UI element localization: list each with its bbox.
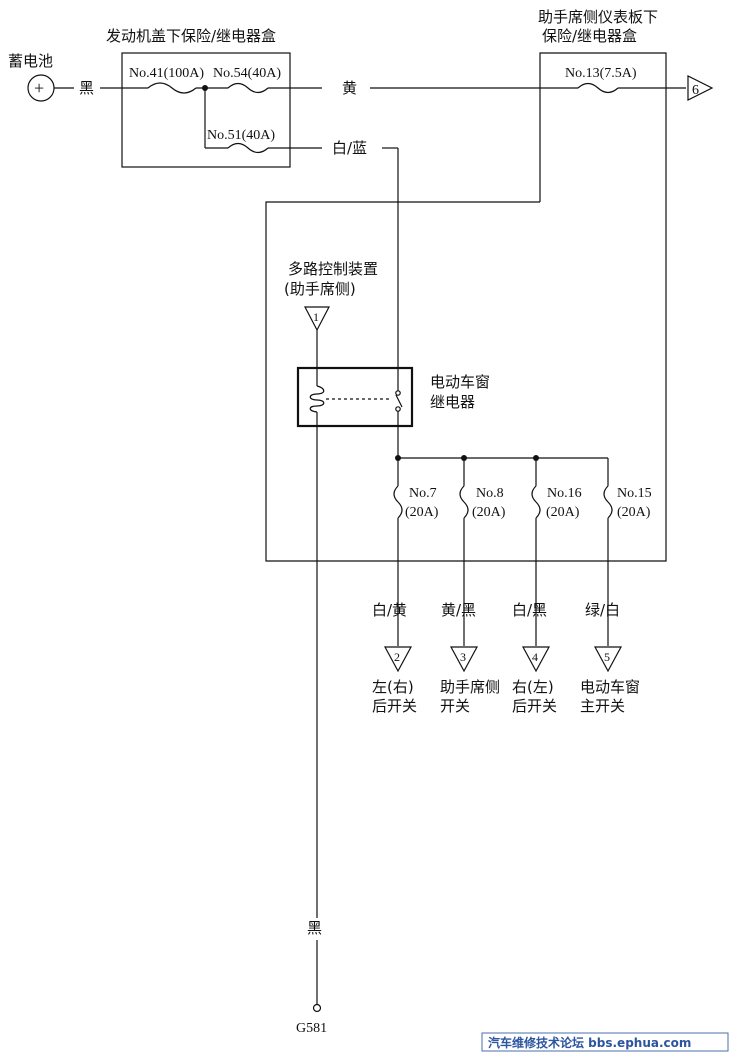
- fuse-13-icon: [577, 82, 619, 94]
- battery-plus-symbol: +: [34, 78, 44, 98]
- connector-3-number: 3: [460, 650, 466, 664]
- fuse-41-icon: [147, 82, 197, 94]
- dest-3-line1: 助手席侧: [440, 678, 500, 696]
- fuse-16-rating: (20A): [546, 505, 580, 520]
- wire-label-white-yellow: 白/黄: [372, 601, 407, 619]
- fuse-8-rating: (20A): [472, 505, 506, 520]
- relay-coil-icon: [309, 385, 325, 413]
- ground-terminal-icon: [312, 1003, 322, 1013]
- connector-6-number: 6: [692, 83, 699, 98]
- connector-1-icon: [304, 306, 330, 332]
- fuse-54-icon: [227, 82, 269, 94]
- fuse-7-number: No.7: [409, 486, 437, 501]
- connector-4-icon: [521, 646, 551, 673]
- wire-label-white-blue: 白/蓝: [332, 139, 367, 157]
- dest-4-line1: 右(左): [512, 678, 554, 696]
- wire-label-black-ground: 黑: [307, 919, 322, 937]
- fuse-8-icon: [459, 485, 469, 519]
- fuse-41-label: No.41(100A): [129, 66, 204, 81]
- fuse-51-icon: [227, 142, 269, 154]
- dest-4-line2: 后开关: [512, 697, 557, 715]
- ground-label-bg: [305, 918, 331, 940]
- connector-1-number: 1: [313, 310, 319, 324]
- dash-box-title-line2: 保险/继电器盒: [542, 27, 637, 45]
- dest-2-line1: 左(右): [372, 678, 414, 696]
- fuse-7-icon: [393, 485, 403, 519]
- fuse-51-label: No.51(40A): [207, 128, 275, 143]
- fuse-15-number: No.15: [617, 486, 652, 501]
- branch-fuse-7: No.7 (20A) 白/黄 2 左(右) 后开关: [372, 458, 439, 715]
- connector-2-number: 2: [394, 650, 400, 664]
- wire-label-black-battery: 黑: [79, 79, 94, 97]
- dest-5-line2: 主开关: [580, 697, 625, 715]
- underhood-box-title: 发动机盖下保险/继电器盒: [106, 27, 276, 45]
- dash-fuse-box-outline: [265, 52, 667, 562]
- watermark-box: [481, 1032, 729, 1052]
- fuse-13-label: No.13(7.5A): [565, 66, 637, 81]
- branch-fuse-8: No.8 (20A) 黄/黑 3 助手席侧 开关: [440, 458, 506, 715]
- relay-contact-top: [395, 390, 401, 396]
- wire-label-white-black: 白/黑: [512, 601, 547, 619]
- fuse-16-number: No.16: [547, 486, 582, 501]
- fuse-15-icon: [603, 485, 613, 519]
- fuse-15-rating: (20A): [617, 505, 651, 520]
- connector-4-number: 4: [532, 650, 538, 664]
- wire-label-green-white: 绿/白: [585, 601, 620, 619]
- control-unit-label-line1: 多路控制装置: [288, 260, 378, 278]
- dest-2-line2: 后开关: [372, 697, 417, 715]
- fuse-8-number: No.8: [476, 486, 504, 501]
- dest-3-line2: 开关: [440, 697, 470, 715]
- power-window-relay: [296, 366, 414, 428]
- watermark-text: 汽车维修技术论坛 bbs.ephua.com: [488, 1035, 691, 1050]
- fuse-16-icon: [531, 485, 541, 519]
- relay-label-line1: 电动车窗: [430, 373, 490, 391]
- ground-label: G581: [296, 1021, 327, 1036]
- connector-5-number: 5: [604, 650, 610, 664]
- wire-label-yellow: 黄: [342, 79, 357, 97]
- relay-label-line2: 继电器: [430, 393, 475, 411]
- branch-fuse-15: No.15 (20A) 绿/白 5 电动车窗 主开关: [580, 458, 652, 715]
- connector-6-icon: [687, 75, 714, 101]
- connector-2-icon: [383, 646, 413, 673]
- battery-label: 蓄电池: [8, 52, 53, 70]
- connector-5-icon: [593, 646, 623, 673]
- fuse-7-rating: (20A): [405, 505, 439, 520]
- wire-label-yellow-black: 黄/黑: [441, 601, 476, 619]
- relay-switch-arm: [395, 394, 403, 408]
- control-unit-label-line2: (助手席侧): [284, 280, 356, 298]
- underhood-fuse-box: [121, 52, 291, 168]
- connector-3-icon: [449, 646, 479, 673]
- dash-box-title-line1: 助手席侧仪表板下: [538, 8, 658, 26]
- fuse-54-label: No.54(40A): [213, 66, 281, 81]
- relay-contact-bottom: [395, 406, 401, 412]
- branch-fuse-16: No.16 (20A) 白/黑 4 右(左) 后开关: [512, 458, 582, 715]
- dest-5-line1: 电动车窗: [580, 678, 640, 696]
